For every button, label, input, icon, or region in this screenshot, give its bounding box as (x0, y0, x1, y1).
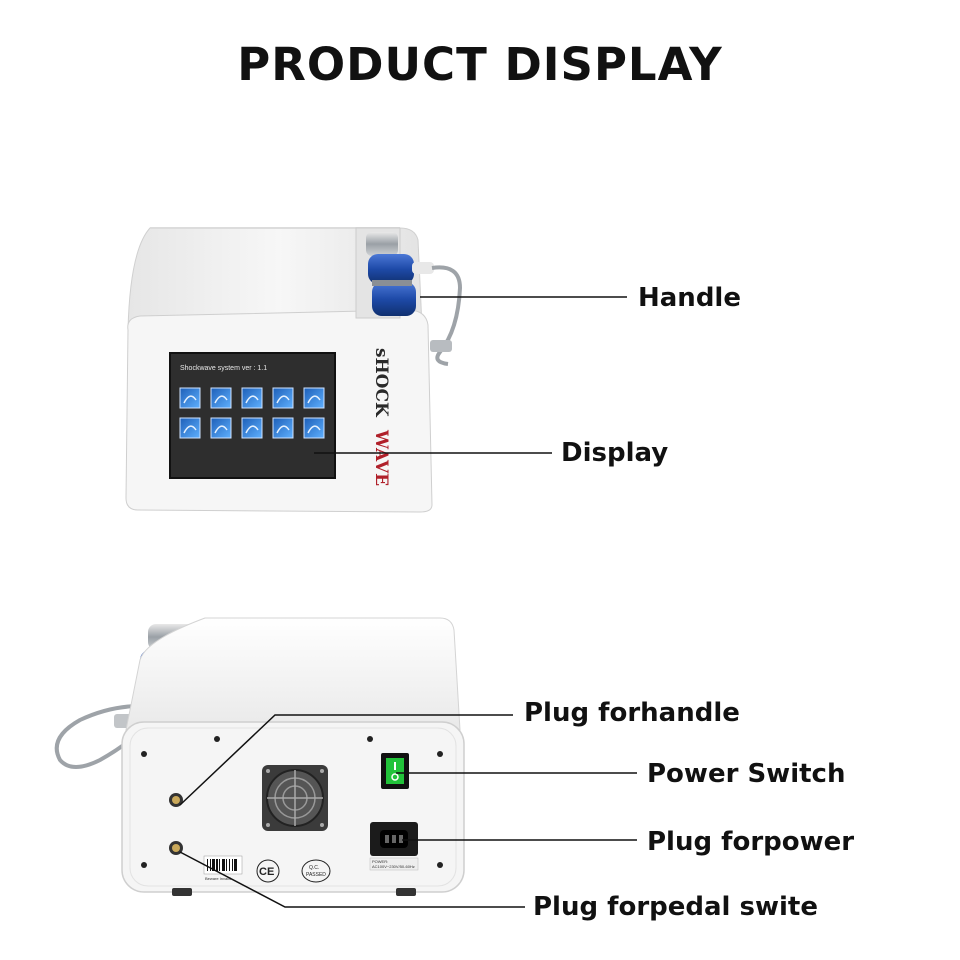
callout-plug-power: Plug forpower (647, 827, 855, 857)
barcode-stripe (207, 859, 208, 871)
power-label-text: POWER: (372, 859, 388, 864)
power-inlet: POWER: AC100V~230V/50-60Hz (369, 822, 419, 871)
callout-power-switch: Power Switch (647, 759, 846, 789)
barcode-stripe (229, 859, 230, 871)
cooling-fan (262, 765, 328, 831)
barcode-text: Beware Invalid (205, 876, 231, 881)
brand-logo: sHOCK WAVE (371, 348, 391, 486)
barcode-stripe (226, 859, 227, 871)
barcode-stripe (234, 859, 237, 871)
ce-text: CE (259, 866, 274, 878)
barcode-stripe (212, 859, 215, 871)
handle-cable-back (54, 704, 141, 769)
barcode-stripe (232, 859, 233, 871)
callout-plug-pedal: Plug forpedal swite (533, 892, 818, 922)
screen-tile-icon (210, 417, 232, 439)
barcode-stripe (222, 859, 225, 871)
brand-bottom-text: WAVE (371, 429, 391, 486)
qc-passed-label: Q.C. PASSED (301, 859, 331, 883)
plug-pedal-leader-line (179, 851, 525, 908)
display-screen: Shockwave system ver : 1.1 (169, 352, 336, 479)
screen-tile-icon (272, 387, 294, 409)
brand-top-text: sHOCK (371, 348, 391, 418)
callout-display: Display (561, 438, 669, 468)
screen-tile-icon (241, 417, 263, 439)
screen-tile-icon (179, 417, 201, 439)
passed-text: PASSED (306, 872, 326, 878)
barcode-stripe (216, 859, 218, 871)
power-switch (381, 753, 409, 789)
barcode-stripe (210, 859, 211, 871)
screen-tile-icon (303, 387, 325, 409)
callout-plug-handle: Plug forhandle (524, 698, 740, 728)
voltage-label-text: AC100V~230V/50-60Hz (372, 864, 415, 869)
pedal-plug-socket (169, 841, 183, 855)
handle-cable-front (431, 265, 463, 366)
page-title: PRODUCT DISPLAY (237, 38, 723, 91)
screen-tile-icon (303, 417, 325, 439)
screen-tile-icon (210, 387, 232, 409)
handle-connector-front (430, 340, 452, 352)
barcode-stripe (219, 859, 220, 871)
screen-header-text: Shockwave system ver : 1.1 (180, 365, 267, 372)
screen-tile-icon (241, 387, 263, 409)
callout-handle: Handle (638, 283, 741, 313)
qc-text: Q.C. (309, 865, 319, 871)
handpiece-front (366, 232, 434, 316)
screen-tile-icon (179, 387, 201, 409)
plug-handle-leader-line (179, 714, 513, 806)
ce-mark: CE (256, 859, 280, 883)
screen-tile-icon (272, 417, 294, 439)
handle-plug-socket (169, 793, 183, 807)
